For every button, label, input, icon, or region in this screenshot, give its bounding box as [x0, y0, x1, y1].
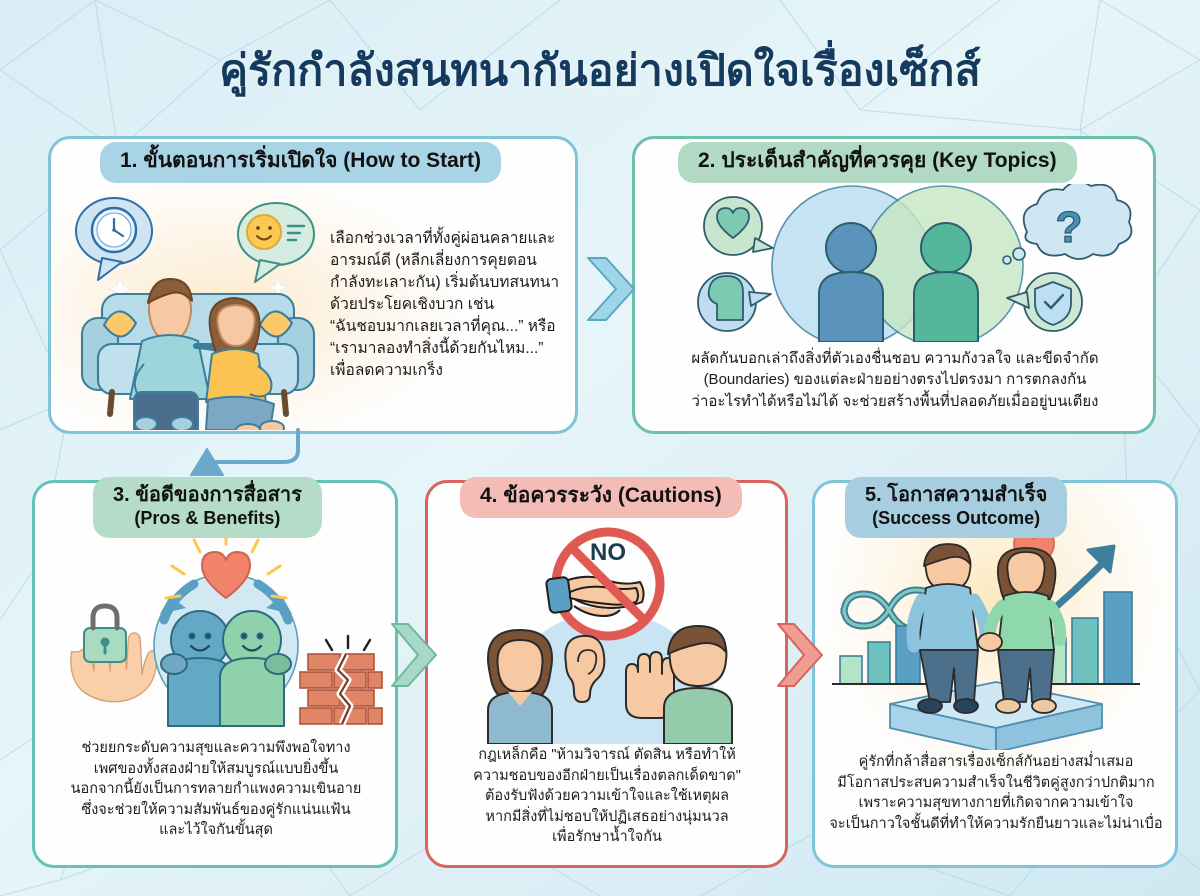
cracked-brick-wall-icon: [299, 634, 383, 726]
card-3-illustration: [56, 536, 386, 736]
card-2-heading: 2. ประเด็นสำคัญที่ควรคุย (Key Topics): [678, 142, 1077, 183]
man-figure: [906, 543, 993, 714]
cautions-illustration: NO: [487, 527, 733, 744]
card-3-body: ช่วยยกระดับความสุขและความพึงพอใจทาง เพศข…: [70, 740, 362, 839]
arrow-head-right: [266, 596, 292, 614]
card-5-body: คู่รักที่กล้าสื่อสารเรื่องเซ็กส์กันอย่าง…: [829, 754, 1163, 832]
question-thought-bubble-icon: ?: [1002, 184, 1133, 265]
hand-on-shoulder-right: [264, 653, 292, 675]
head-profile-bubble-icon: [697, 272, 772, 332]
arrow-card1-to-card2: [582, 252, 642, 326]
couple-on-sofa-illustration: [75, 197, 316, 430]
woman-figure: [205, 297, 285, 430]
card-5-illustration: [822, 528, 1170, 750]
card-5-heading-text: 5. โอกาสความสำเร็จ: [865, 484, 1048, 506]
card-3-heading-text: 3. ข้อดีของการสื่อสาร: [113, 484, 302, 506]
page-title: คู่รักกำลังสนทนากันอย่างเปิดใจเรื่องเซ็ก…: [219, 47, 981, 95]
hands-holding-lock-icon: [70, 603, 158, 703]
card-1-inner: [51, 139, 575, 431]
card-3-heading-sub: (Pros & Benefits): [134, 507, 281, 528]
held-hands: [977, 632, 1003, 652]
platform-pedestal: [889, 681, 1103, 750]
svg-text:?: ?: [1056, 203, 1083, 252]
card-4-illustration: NO: [448, 526, 768, 744]
card-1-heading-text: 1. ขั้นตอนการเริ่มเปิดใจ (How to Start): [120, 149, 481, 172]
arrow-head-left: [160, 596, 186, 614]
card-1-heading: 1. ขั้นตอนการเริ่มเปิดใจ (How to Start): [100, 142, 501, 183]
card-5-heading: 5. โอกาสความสำเร็จ (Success Outcome): [845, 477, 1068, 538]
man-figure: [129, 278, 239, 430]
sunburst-icon: [164, 536, 288, 600]
card-3-heading: 3. ข้อดีของการสื่อสาร (Pros & Benefits): [93, 477, 322, 538]
success-outcome-illustration: [832, 531, 1140, 750]
ear-icon: [564, 634, 606, 703]
card-5-heading-sub: (Success Outcome): [872, 507, 1041, 528]
woman-figure: [983, 547, 1067, 714]
man-figure: [663, 625, 733, 744]
card-1-illustration: [62, 186, 334, 430]
hand-on-shoulder-left: [160, 653, 188, 675]
heart-icon: [201, 551, 251, 599]
card-4-heading: 4. ข้อควรระวัง (Cautions): [460, 477, 742, 518]
card-2-body: ผลัดกันบอกเล่าถึงสิ่งที่ตัวเองชื่นชอบ คว…: [691, 350, 1099, 410]
card-4-body: กฎเหล็กคือ "ห้ามวิจารณ์ ตัดสิน หรือทำให้…: [473, 747, 741, 846]
arrow-card2-to-card3: [180, 424, 304, 486]
card-4-heading-text: 4. ข้อควรระวัง (Cautions): [480, 484, 722, 507]
pros-benefits-illustration: [70, 536, 383, 727]
figure-green-smiling: [219, 610, 285, 727]
person-blue-figure: [818, 222, 884, 342]
card-1-body: เลือกช่วงเวลาที่ทั้งคู่ผ่อนคลายและ อารมณ…: [330, 230, 560, 379]
no-pointing-finger-icon: NO: [545, 527, 665, 641]
card-2-illustration: ?: [655, 184, 1147, 342]
card-1-背景: [51, 139, 575, 431]
shield-check-icon: [1006, 272, 1083, 332]
arrow-card3-to-card4: [386, 618, 444, 692]
card-2-heading-text: 2. ประเด็นสำคัญที่ควรคุย (Key Topics): [698, 149, 1057, 172]
no-label: NO: [590, 539, 626, 566]
circular-arrows-icon: [159, 579, 293, 625]
woman-figure: [487, 629, 553, 744]
key-topics-illustration: ?: [697, 184, 1133, 342]
person-green-figure: [913, 222, 979, 342]
arrow-card4-to-card5: [772, 618, 830, 692]
heart-bubble-icon: [703, 196, 774, 256]
smiley-face-icon: [246, 214, 282, 250]
